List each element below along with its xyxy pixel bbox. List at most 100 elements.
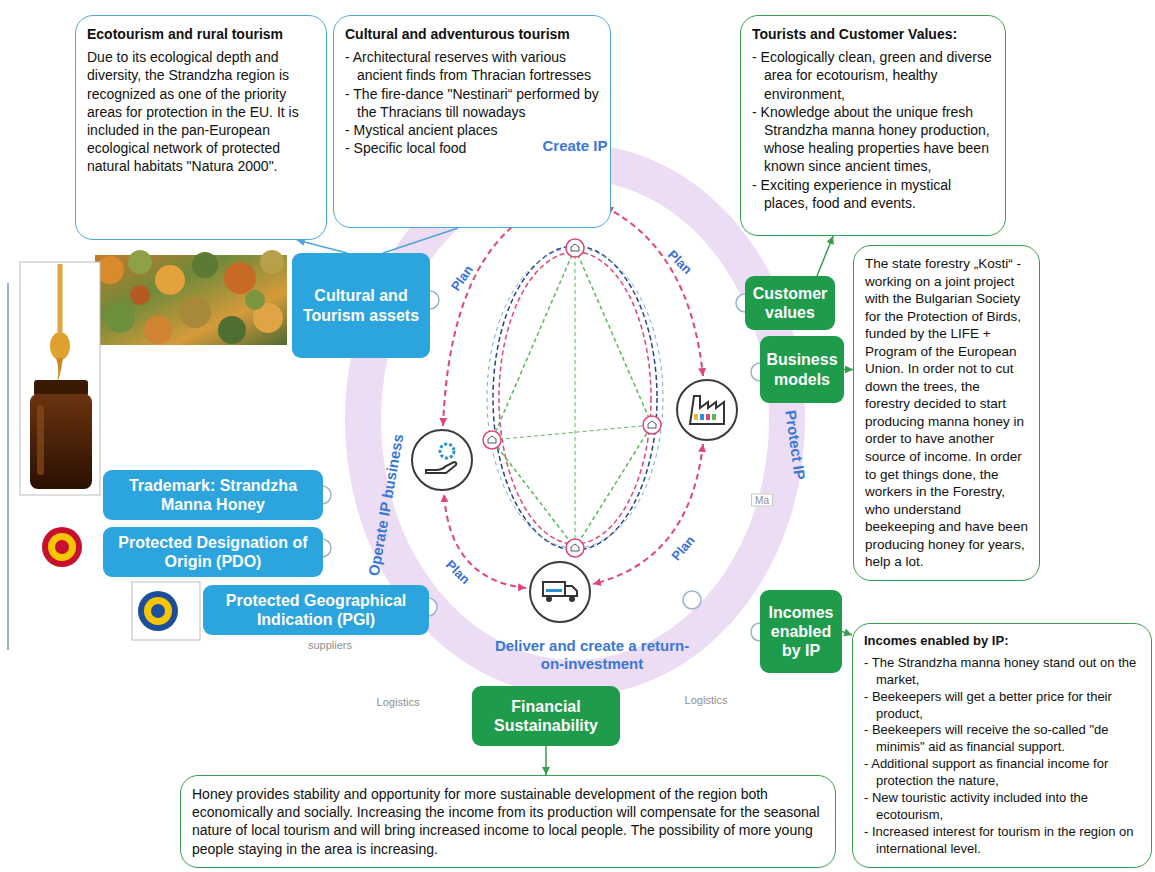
text-callout: The state forestry „Kosti“ - working on …: [853, 245, 1040, 581]
protect-icon: [694, 414, 698, 420]
callout-connector: [842, 632, 852, 636]
faded-label: Ma: [751, 494, 773, 507]
bullet-item: - Beekeepers will get a better price for…: [864, 689, 1140, 723]
protect-icon: [706, 414, 710, 420]
box-text: Honey provides stability and opportunity…: [192, 785, 824, 858]
node-dots: [566, 239, 584, 257]
inner-network: [487, 246, 663, 550]
honey-picture: [56, 358, 63, 382]
protect-icon: [690, 396, 724, 424]
forest-photo: [179, 296, 211, 328]
protect-icon: [677, 380, 737, 440]
node-dots: [643, 416, 661, 434]
box-text: Trademark: Strandzha Manna Honey: [107, 476, 319, 514]
box-heading: Incomes enabled by IP:: [864, 633, 1140, 650]
node-dots: [483, 239, 661, 557]
deliver-icon: [530, 562, 590, 622]
operate-icon: [412, 430, 472, 490]
inner-network: [492, 425, 652, 440]
bullet-item: - New touristic activity included into t…: [864, 790, 1140, 824]
frame-line: [7, 283, 9, 650]
protect-icon: [700, 414, 704, 420]
forest-photo: [245, 290, 265, 310]
connector-dots: [683, 591, 701, 609]
pdo-logo: [42, 527, 82, 567]
deliver-icon: [546, 596, 552, 602]
forest-photo: [105, 303, 135, 333]
value-box: Customer values: [745, 276, 835, 330]
box-text: Customer values: [749, 284, 831, 322]
asset-box: Cultural and Tourism assets: [292, 253, 430, 358]
plan-arrows: [605, 207, 703, 376]
deliver-icon: [543, 582, 565, 596]
protect-icon: [712, 414, 716, 420]
deliver-icon: [530, 562, 590, 622]
node-dots: [566, 239, 584, 257]
inner-network: [492, 248, 652, 548]
box-text: Protected Geographical Indication (PGI): [207, 591, 425, 629]
callout-connector: [545, 746, 547, 775]
inner-network: [487, 248, 663, 548]
honey-picture: [30, 394, 92, 489]
forest-photo: [130, 285, 150, 305]
operate-icon: [426, 462, 456, 473]
value-box: Incomes enabled by IP: [760, 590, 842, 673]
node-dots: [483, 431, 501, 449]
box-text: Business models: [764, 350, 840, 388]
pgi-logo: [132, 582, 200, 640]
text-callout: Ecotourism and rural tourismDue to its e…: [75, 15, 327, 240]
operate-icon: [440, 444, 454, 458]
node-dots: [648, 421, 656, 428]
box-text: Protected Designation of Origin (PDO): [107, 533, 319, 571]
node-dots: [488, 436, 496, 443]
node-dots: [483, 431, 501, 449]
forest-photo: [192, 252, 218, 278]
callout-connector: [297, 240, 347, 253]
pgi-logo: [132, 582, 200, 640]
pdo-logo: [55, 540, 69, 554]
plan-label: Plan: [664, 246, 697, 279]
plan-arrows: [443, 206, 703, 588]
forest-photo: [218, 316, 246, 344]
bullet-item: - Mystical ancient places: [345, 121, 599, 139]
text-callout: Honey provides stability and opportunity…: [180, 775, 836, 868]
phase-label: Deliver and create a return-on-investmen…: [492, 637, 692, 673]
honey-picture: [58, 264, 63, 332]
forest-photo: [155, 265, 185, 295]
pgi-logo: [138, 591, 178, 631]
bullet-item: - Additional support as financial income…: [864, 756, 1140, 790]
faded-label: Logistics: [377, 696, 420, 708]
forest-photo: [260, 250, 284, 274]
plan-label: Plan: [667, 531, 699, 565]
forest-photo: [95, 250, 287, 345]
box-text: Incomes enabled by IP: [764, 603, 838, 661]
honey-picture: [20, 262, 100, 495]
bullet-item: - Beekeepers will receive the so-called …: [864, 722, 1140, 756]
box-heading: Cultural and adventurous tourism: [345, 25, 599, 43]
bullet-item: - The Strandzha manna honey stand out on…: [864, 655, 1140, 689]
plan-label: Plan: [442, 556, 475, 589]
asset-box: Trademark: Strandzha Manna Honey: [103, 470, 323, 520]
node-dots: [566, 539, 584, 557]
box-heading: Ecotourism and rural tourism: [87, 25, 315, 43]
inner-network: [493, 246, 657, 550]
bullet-item: - Increased interest for tourism in the …: [864, 824, 1140, 858]
text-callout: Incomes enabled by IP: - The Strandzha ma…: [852, 623, 1152, 868]
forest-photo: [128, 250, 152, 274]
plan-arrows: [593, 444, 703, 584]
bullet-item: - Architectural reserves with various an…: [345, 48, 599, 84]
pdo-logo: [42, 527, 82, 567]
deliver-icon: [569, 596, 575, 602]
protect-icon: [677, 380, 737, 440]
box-text: Cultural and Tourism assets: [296, 286, 426, 324]
box-text: Due to its ecological depth and diversit…: [87, 48, 315, 175]
phase-label: Operate IP business: [365, 433, 408, 578]
bullet-item: - The fire-dance "Nestinari“ performed b…: [345, 85, 599, 121]
node-dots: [571, 544, 579, 551]
honey-picture: [34, 380, 88, 396]
deliver-icon: [546, 589, 562, 592]
honey-picture: [37, 405, 44, 475]
value-box: Business models: [760, 336, 844, 403]
forest-photo: [144, 316, 172, 344]
